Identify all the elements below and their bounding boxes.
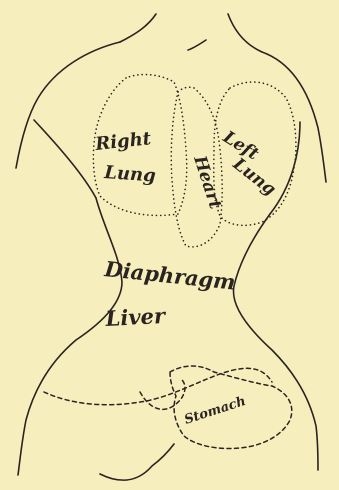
armpit-right-line bbox=[270, 122, 300, 214]
right-lung-label-1: Right bbox=[93, 128, 152, 155]
armpit-left-line bbox=[34, 120, 96, 198]
stomach-label: Stomach bbox=[183, 394, 248, 428]
right-lung-label-2: Lung bbox=[103, 162, 157, 187]
waist-left-line bbox=[18, 198, 122, 475]
neck-notch-line bbox=[188, 40, 206, 50]
waist-right-line bbox=[233, 214, 318, 470]
heart-label: Heart bbox=[189, 152, 225, 211]
neck-left-line bbox=[120, 14, 156, 42]
crotch-left-line bbox=[100, 444, 174, 480]
stomach-fold-line bbox=[140, 378, 185, 409]
torso-outline bbox=[16, 14, 326, 480]
liver-label: Liver bbox=[104, 303, 168, 331]
diaphragm-label: Diaphragm bbox=[102, 256, 236, 295]
shoulder-right-line bbox=[262, 52, 326, 182]
neck-right-line bbox=[228, 14, 262, 52]
